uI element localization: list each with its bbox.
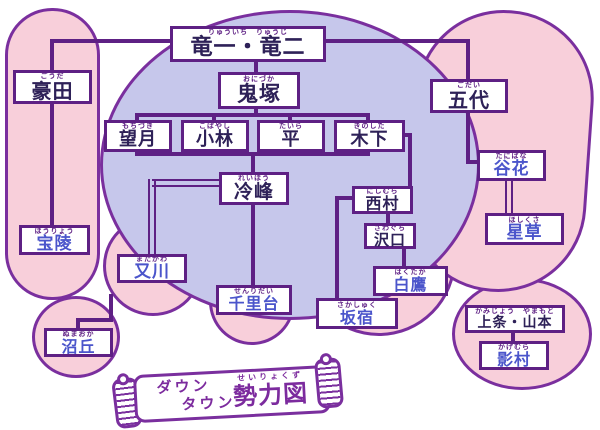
- node-numaoka: ぬまおか沼丘: [44, 328, 113, 357]
- banner-title-line1: ダウン: [156, 376, 211, 397]
- furigana-kamijo-yamamoto: かみじょう やまもと: [475, 307, 555, 315]
- furigana-kinoshita: きのした: [353, 122, 386, 130]
- connector-nishimura-to-sawaguchi: [386, 211, 390, 226]
- connector-reiho-to-matagawa: [148, 179, 156, 258]
- node-godai: ごだい五代: [430, 79, 508, 113]
- furigana-yahana: たにばな: [495, 152, 528, 160]
- node-kinoshita: きのした木下: [334, 120, 405, 152]
- banner-body: ダウン タウン せいりょくず 勢力図: [132, 364, 332, 424]
- furigana-senridai: せんりだい: [234, 287, 274, 295]
- node-onizuka: おにづか鬼塚: [218, 72, 300, 109]
- node-reiho: れいほう冷峰: [219, 172, 289, 205]
- connector-goda-to-horyo: [50, 102, 54, 228]
- furigana-sawaguchi: さわぐち: [374, 223, 406, 232]
- label-sakashuku: 坂宿: [339, 307, 374, 327]
- furigana-kobayashi: こばやし: [199, 122, 231, 130]
- label-yahana: 谷花: [493, 159, 530, 179]
- label-goda: 豪田: [31, 79, 74, 103]
- connector-yahana-to-hoshikusa: [505, 179, 513, 216]
- furigana-horyo: ほうりょう: [34, 226, 75, 235]
- furigana-hoshikusa: ほしくさ: [508, 215, 541, 224]
- furigana-kagemura: かげむら: [498, 342, 530, 351]
- connector-ryuichi-to-godai: [322, 39, 470, 43]
- connector-sawaguchi-to-hakutaka: [402, 247, 406, 269]
- connector-onizuka-to-lieutenants: [135, 113, 370, 117]
- label-taira: 平: [281, 129, 301, 150]
- furigana-godai: ごだい: [457, 81, 481, 89]
- connector-onizuka-to-lieutenants: [135, 113, 139, 123]
- node-kagemura: かげむら影村: [479, 341, 549, 370]
- connector-reiho-to-senridai: [251, 203, 255, 288]
- furigana-onizuka: おにづか: [243, 75, 275, 83]
- connector-ryuichi-to-onizuka: [254, 58, 258, 75]
- connector-ryuichi-to-goda: [50, 39, 172, 43]
- furigana-numaoka: ぬまおか: [62, 329, 95, 338]
- connector-onizuka-to-lieutenants: [288, 113, 292, 123]
- node-kamijo-yamamoto: かみじょう やまもと上条・山本: [465, 305, 565, 333]
- label-matagawa: 又川: [134, 262, 170, 282]
- label-godai: 五代: [448, 88, 490, 112]
- node-nishimura: にしむら西村: [352, 186, 413, 214]
- node-yahana: たにばな谷花: [477, 150, 546, 181]
- node-taira: たいら平: [257, 120, 325, 152]
- connector-kamijo-to-kagemura: [511, 331, 515, 344]
- node-sakashuku: さかしゅく坂宿: [316, 298, 398, 329]
- connector-kinoshita-to-nishimura: [408, 133, 412, 188]
- node-hakutaka: はくたか白鷹: [373, 266, 448, 296]
- connector-matagawa-to-numaoka: [76, 318, 113, 322]
- connector-ryuichi-to-goda: [50, 39, 54, 73]
- node-goda: ごうだ豪田: [13, 70, 92, 104]
- label-kamijo-yamamoto: 上条・山本: [477, 315, 553, 331]
- connector-reiho-to-matagawa: [152, 179, 220, 187]
- label-mochizuki: 望月: [119, 129, 157, 150]
- label-kagemura: 影村: [496, 349, 531, 369]
- label-sawaguchi: 沢口: [373, 230, 406, 249]
- label-nishimura: 西村: [365, 194, 400, 213]
- connector-onizuka-to-lieutenants: [212, 113, 216, 123]
- connector-lieutenants-to-reiho: [251, 152, 255, 175]
- furigana-sakashuku: さかしゅく: [337, 300, 377, 309]
- banner-title-line2: タウン: [181, 392, 236, 414]
- kamijo-kagemura-circle: [452, 278, 592, 390]
- connector-godai-to-yahana: [466, 111, 470, 164]
- label-senridai: 千里台: [228, 294, 280, 313]
- node-senridai: せんりだい千里台: [216, 285, 292, 315]
- connector-matagawa-to-numaoka: [76, 318, 80, 331]
- node-sawaguchi: さわぐち沢口: [364, 223, 416, 249]
- connector-kinoshita-to-nishimura: [402, 133, 412, 137]
- node-mochizuki: もちづき望月: [104, 120, 172, 152]
- connector-ryuichi-to-godai: [466, 39, 470, 82]
- furigana-hakutaka: はくたか: [394, 268, 427, 276]
- node-hoshikusa: ほしくさ星草: [485, 213, 564, 245]
- node-kobayashi: こばやし小林: [181, 120, 249, 152]
- furigana-goda: ごうだ: [40, 72, 65, 80]
- connector-onizuka-to-lieutenants: [254, 106, 258, 116]
- node-ryuichi-ryuji: りゅういち りゅうじ竜一・竜二: [170, 26, 326, 62]
- label-kinoshita: 木下: [350, 129, 389, 150]
- furigana-taira: たいら: [279, 122, 303, 130]
- connector-onizuka-to-lieutenants: [366, 113, 370, 123]
- furigana-ryuichi-ryuji: りゅういち りゅうじ: [208, 28, 288, 36]
- connector-matagawa-to-numaoka: [109, 294, 113, 322]
- connector-nishimura-to-sakashuku: [335, 196, 354, 200]
- scroll-right-roll-icon: [313, 356, 345, 410]
- node-matagawa: またがわ又川: [117, 254, 187, 283]
- furigana-matagawa: またがわ: [136, 255, 168, 263]
- title-banner: ダウン タウン せいりょくず 勢力図: [108, 356, 353, 430]
- connector-nishimura-to-sakashuku: [335, 196, 339, 301]
- label-kobayashi: 小林: [196, 129, 234, 150]
- label-reiho: 冷峰: [233, 181, 274, 203]
- label-onizuka: 鬼塚: [237, 82, 281, 106]
- label-hakutaka: 白鷹: [393, 275, 428, 294]
- connector-godai-to-yahana: [466, 160, 480, 164]
- label-numaoka: 沼丘: [61, 336, 96, 356]
- label-ryuichi-ryuji: 竜一・竜二: [190, 35, 306, 60]
- label-horyo: 宝陵: [36, 233, 73, 254]
- banner-main-title: 勢力図: [232, 379, 309, 411]
- node-horyo: ほうりょう宝陵: [19, 225, 90, 255]
- furigana-reiho: れいほう: [238, 174, 270, 182]
- furigana-mochizuki: もちづき: [122, 122, 154, 130]
- label-hoshikusa: 星草: [506, 222, 543, 243]
- furigana-nishimura: にしむら: [366, 187, 399, 195]
